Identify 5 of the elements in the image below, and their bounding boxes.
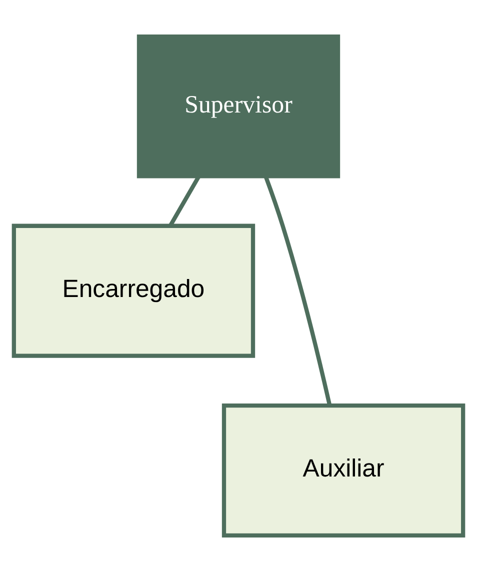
- node-box: Auxiliar: [222, 403, 466, 538]
- connector: [264, 176, 332, 406]
- node-box: Encarregado: [12, 224, 256, 358]
- node-box: Supervisor: [136, 34, 340, 178]
- connector: [168, 175, 201, 226]
